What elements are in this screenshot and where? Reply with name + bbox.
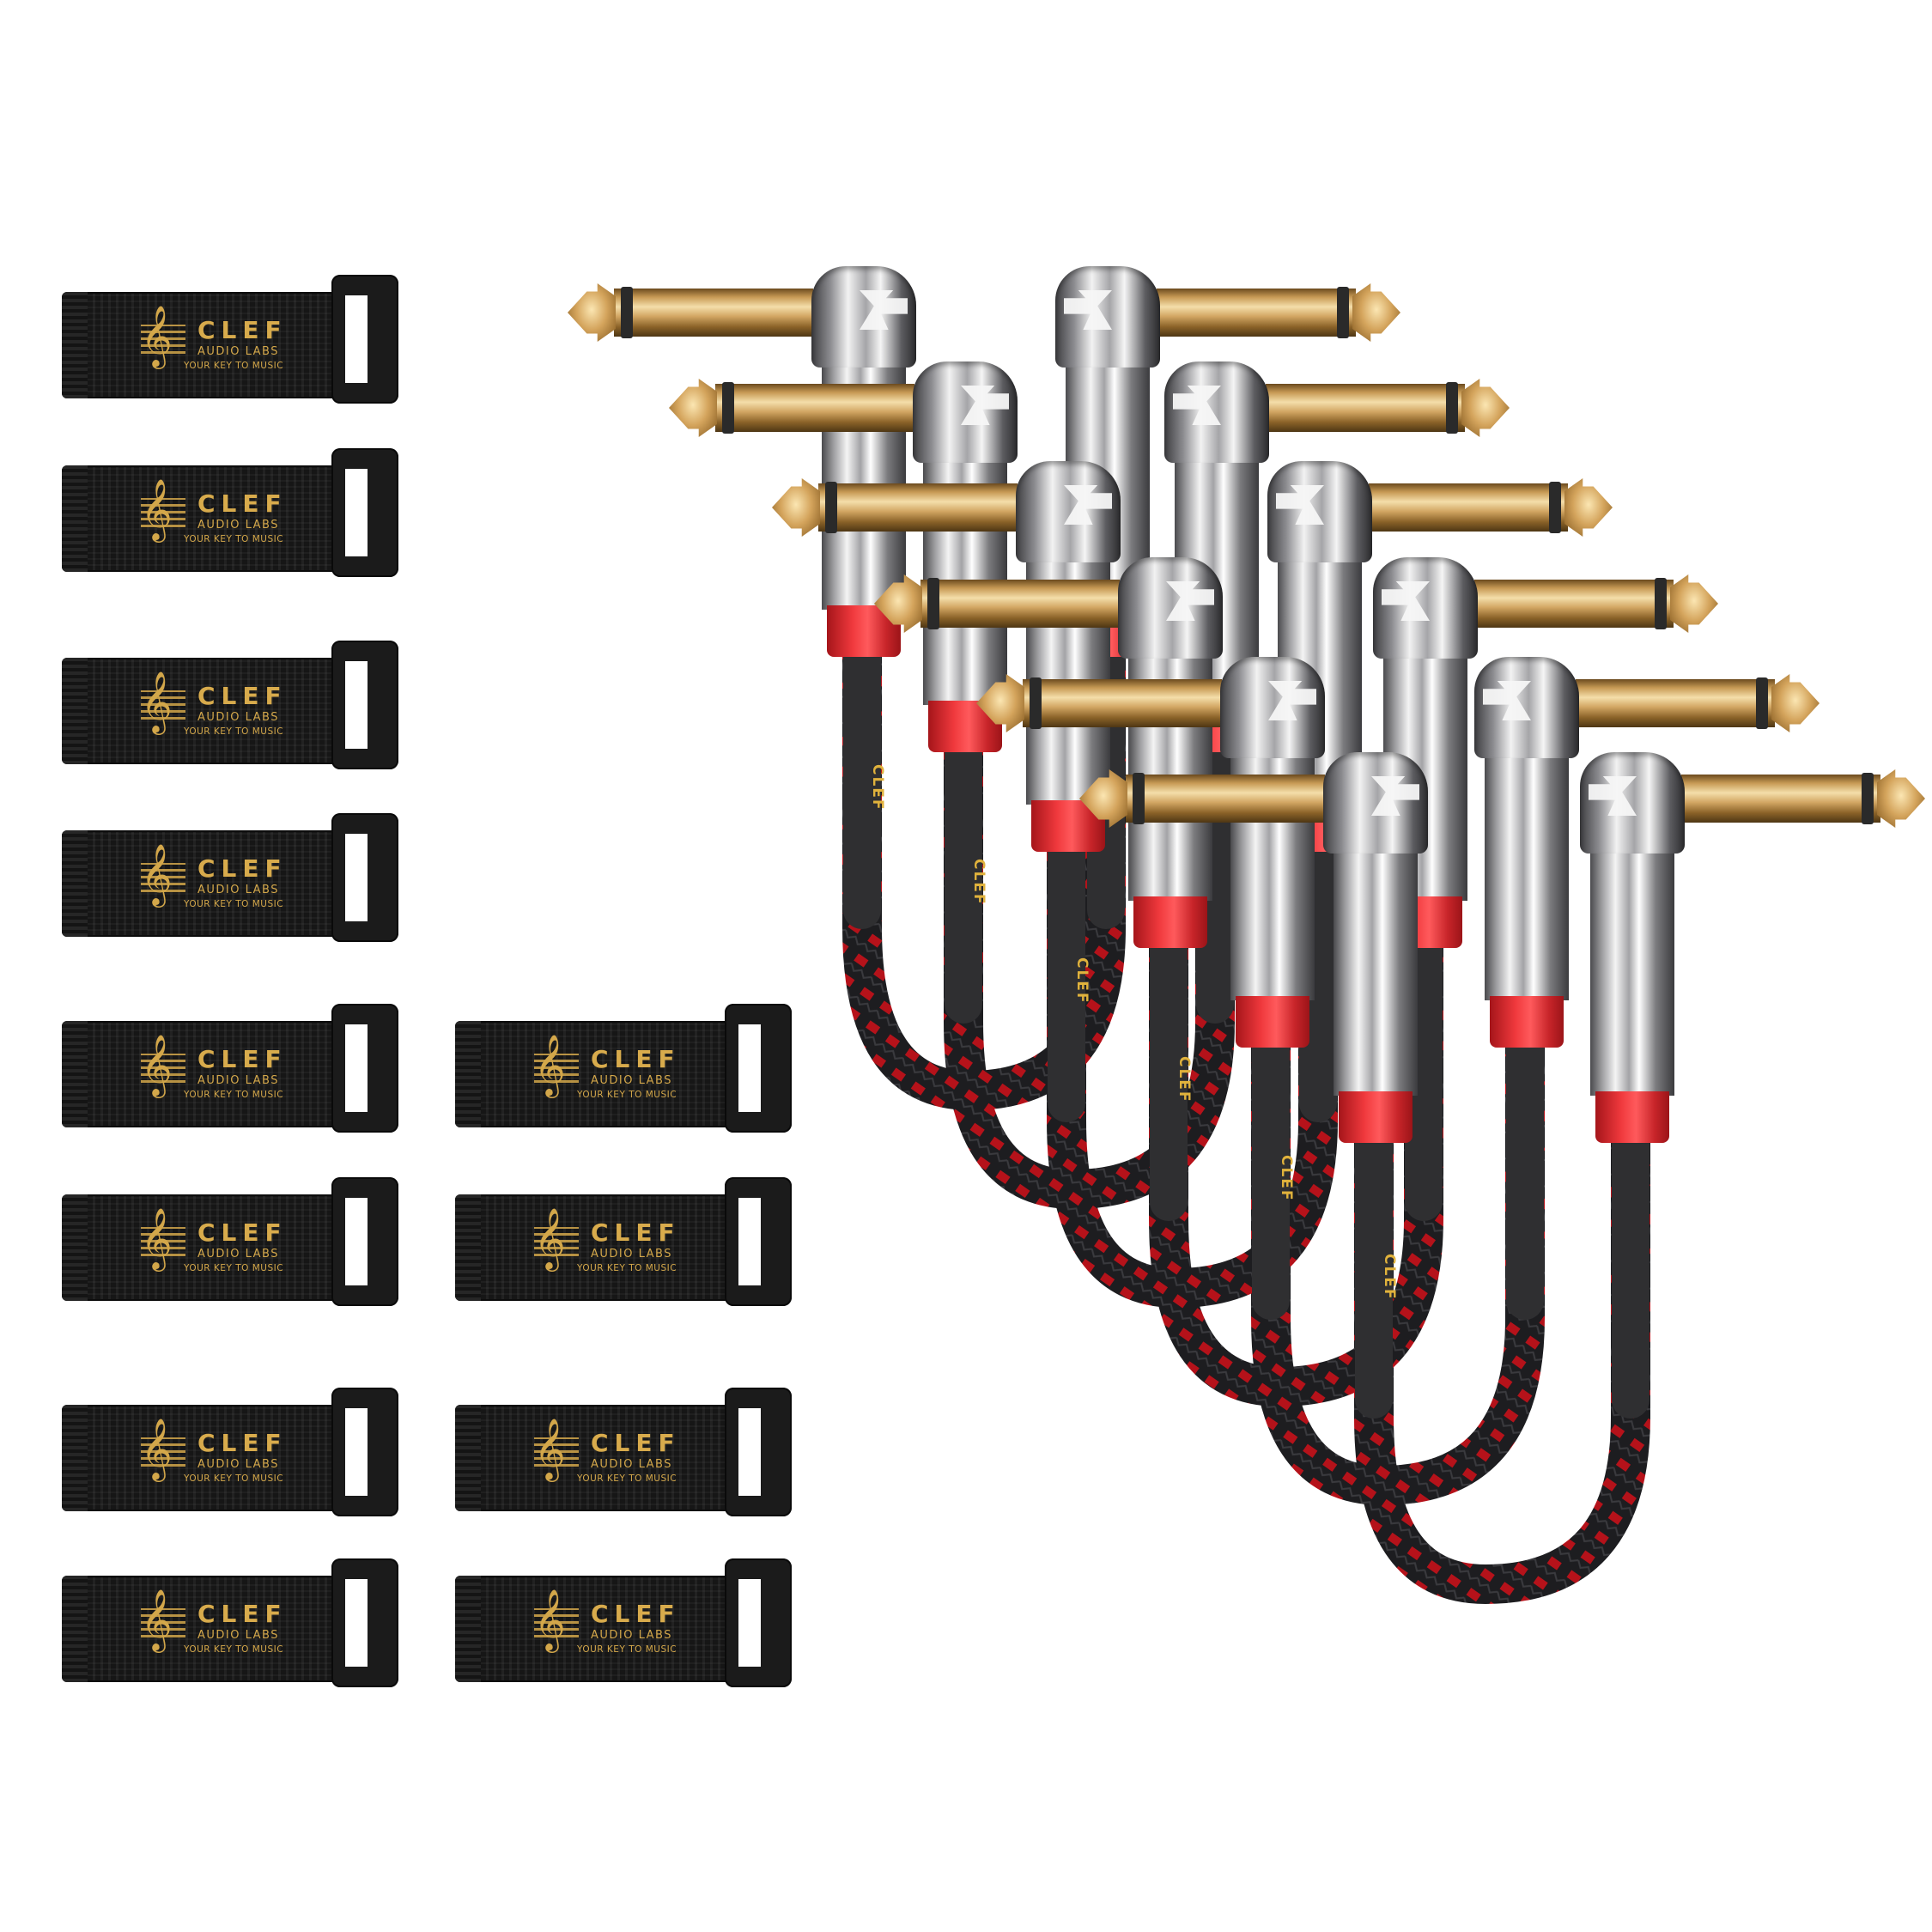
cable-tie-strap-5: 𝄞 CLEF AUDIO LABS YOUR KEY TO MUSIC [62,1004,398,1133]
staff-lines-icon [141,325,185,354]
cable-logo-text: CLEF [1278,1155,1295,1202]
right-angle-plug-right-3 [1267,461,1613,852]
right-angle-plug-right-2 [1164,361,1510,752]
brand-logo: 𝄞 CLEF AUDIO LABS YOUR KEY TO MUSIC [141,670,288,737]
right-angle-plug-left-6 [1079,752,1428,1143]
treble-clef-icon: 𝄞 [141,477,173,540]
cable-tie-strap-3: 𝄞 CLEF AUDIO LABS YOUR KEY TO MUSIC [62,641,398,769]
treble-clef-icon: 𝄞 [534,1206,566,1269]
brand-logo: 𝄞 CLEF AUDIO LABS YOUR KEY TO MUSIC [141,1417,288,1484]
brand-logo: 𝄞 CLEF AUDIO LABS YOUR KEY TO MUSIC [141,1206,288,1273]
treble-clef-icon: 𝄞 [141,1417,173,1479]
brand-logo: 𝄞 CLEF AUDIO LABS YOUR KEY TO MUSIC [141,477,288,544]
brand-logo: 𝄞 CLEF AUDIO LABS YOUR KEY TO MUSIC [141,842,288,909]
cable-logo-text: CLEF [970,859,987,906]
treble-clef-icon: 𝄞 [141,1588,173,1650]
buckle-icon [331,448,398,577]
right-angle-plug-right-1 [1055,266,1400,657]
treble-clef-icon: 𝄞 [141,1206,173,1269]
staff-lines-icon [141,863,185,892]
buckle-icon [725,1558,792,1687]
treble-clef-icon: 𝄞 [141,1033,173,1096]
staff-lines-icon [141,1437,185,1467]
cable-tie-strap-1: 𝄞 CLEF AUDIO LABS YOUR KEY TO MUSIC [62,275,398,404]
brand-logo: 𝄞 CLEF AUDIO LABS YOUR KEY TO MUSIC [534,1588,681,1655]
cable-tie-strap-8: 𝄞 CLEF AUDIO LABS YOUR KEY TO MUSIC [455,1177,792,1306]
treble-clef-icon: 𝄞 [141,304,173,367]
red-collar [1339,1091,1413,1143]
buckle-icon [725,1004,792,1133]
cable-tie-strap-7: 𝄞 CLEF AUDIO LABS YOUR KEY TO MUSIC [62,1177,398,1306]
right-angle-plug-left-2 [669,361,1018,752]
right-angle-plug-left-3 [772,461,1121,852]
buckle-icon [331,813,398,942]
right-angle-plug-left-4 [874,557,1223,948]
cable-logo-text: CLEF [1381,1254,1398,1301]
cable-tie-strap-4: 𝄞 CLEF AUDIO LABS YOUR KEY TO MUSIC [62,813,398,942]
red-collar [1595,1091,1669,1143]
buckle-icon [725,1388,792,1516]
staff-lines-icon [141,1227,185,1256]
staff-lines-icon [141,1608,185,1637]
right-angle-plug-left-5 [976,657,1325,1048]
cable-tie-strap-6: 𝄞 CLEF AUDIO LABS YOUR KEY TO MUSIC [455,1004,792,1133]
right-angle-plug-right-6 [1580,752,1925,1143]
brand-logo: 𝄞 CLEF AUDIO LABS YOUR KEY TO MUSIC [534,1033,681,1100]
buckle-icon [331,641,398,769]
treble-clef-icon: 𝄞 [534,1588,566,1650]
buckle-icon [331,275,398,404]
staff-lines-icon [534,1608,579,1637]
buckle-icon [331,1004,398,1133]
brand-logo: 𝄞 CLEF AUDIO LABS YOUR KEY TO MUSIC [141,1033,288,1100]
brand-logo: 𝄞 CLEF AUDIO LABS YOUR KEY TO MUSIC [534,1417,681,1484]
treble-clef-icon: 𝄞 [534,1417,566,1479]
cable-logo-text: CLEF [869,764,886,811]
cable-tie-strap-10: 𝄞 CLEF AUDIO LABS YOUR KEY TO MUSIC [455,1388,792,1516]
cable-logo-text: CLEF [1176,1056,1193,1103]
brand-logo: 𝄞 CLEF AUDIO LABS YOUR KEY TO MUSIC [141,1588,288,1655]
staff-lines-icon [141,690,185,720]
cable-logo-text: CLEF [1073,957,1091,1005]
staff-lines-icon [141,498,185,527]
buckle-icon [725,1177,792,1306]
cable-tie-strap-11: 𝄞 CLEF AUDIO LABS YOUR KEY TO MUSIC [62,1558,398,1687]
red-collar [1133,896,1207,948]
right-angle-plug-left-1 [568,266,916,657]
treble-clef-icon: 𝄞 [534,1033,566,1096]
staff-lines-icon [534,1437,579,1467]
staff-lines-icon [534,1054,579,1083]
treble-clef-icon: 𝄞 [141,670,173,732]
buckle-icon [331,1177,398,1306]
right-angle-plug-right-5 [1474,657,1820,1048]
right-angle-plug-right-4 [1373,557,1718,948]
red-collar [1490,996,1564,1048]
cable-tie-strap-12: 𝄞 CLEF AUDIO LABS YOUR KEY TO MUSIC [455,1558,792,1687]
cable-6-loop [1354,1122,1650,1605]
buckle-icon [331,1388,398,1516]
red-collar [1236,996,1309,1048]
staff-lines-icon [141,1054,185,1083]
staff-lines-icon [534,1227,579,1256]
brand-logo: 𝄞 CLEF AUDIO LABS YOUR KEY TO MUSIC [141,304,288,371]
treble-clef-icon: 𝄞 [141,842,173,905]
brand-logo: 𝄞 CLEF AUDIO LABS YOUR KEY TO MUSIC [534,1206,681,1273]
buckle-icon [331,1558,398,1687]
cable-tie-strap-9: 𝄞 CLEF AUDIO LABS YOUR KEY TO MUSIC [62,1388,398,1516]
cable-tie-strap-2: 𝄞 CLEF AUDIO LABS YOUR KEY TO MUSIC [62,448,398,577]
